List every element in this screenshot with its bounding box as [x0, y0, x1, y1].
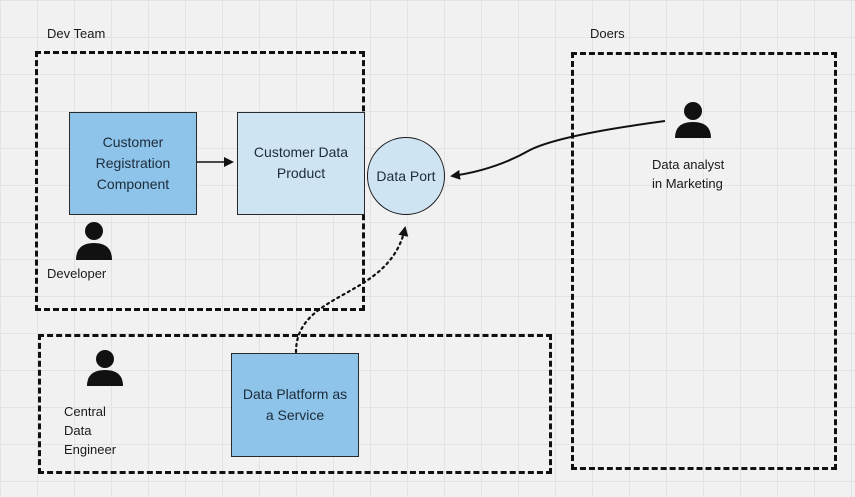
- person-label-line: Data analyst: [652, 157, 725, 172]
- person-label-line: Central: [64, 404, 106, 419]
- node-label-line: Product: [276, 165, 326, 181]
- node-label-line: Registration: [95, 155, 171, 171]
- customer-registration-component[interactable]: Customer Registration Component: [69, 112, 197, 215]
- person-label-line: Engineer: [64, 442, 117, 457]
- person-icon: [87, 350, 123, 386]
- node-label-line: Port: [409, 167, 436, 184]
- group-label-dev-team: Dev Team: [47, 26, 106, 41]
- arrow-platform-to-port: [294, 226, 409, 354]
- customer-data-product[interactable]: Customer Data Product: [237, 112, 365, 215]
- node-label-line: a Service: [265, 407, 325, 423]
- data-port[interactable]: Data Port: [367, 137, 445, 215]
- node-label-line: Customer: [102, 134, 164, 150]
- group-label-doers: Doers: [590, 26, 625, 41]
- data-platform-as-a-service[interactable]: Data Platform as a Service: [231, 353, 359, 457]
- person-label-developer: Developer: [47, 264, 106, 283]
- person-label-line: in Marketing: [652, 176, 723, 191]
- person-label-line: Developer: [47, 266, 107, 281]
- group-doers[interactable]: [571, 52, 837, 470]
- group-platform-team[interactable]: [38, 334, 552, 474]
- node-label-line: Data Platform as: [242, 386, 348, 402]
- person-icon: [675, 102, 711, 138]
- arrow-analyst-to-port: [450, 120, 666, 180]
- person-label-central-data-engineer: Central Data Engineer: [64, 402, 116, 459]
- person-label-data-analyst: Data analyst in Marketing: [652, 155, 724, 193]
- node-label-line: Data: [376, 167, 406, 184]
- node-label-line: Customer Data: [253, 144, 349, 160]
- node-label-line: Component: [96, 176, 170, 192]
- person-label-line: Data: [64, 423, 92, 438]
- person-icon: [76, 222, 112, 260]
